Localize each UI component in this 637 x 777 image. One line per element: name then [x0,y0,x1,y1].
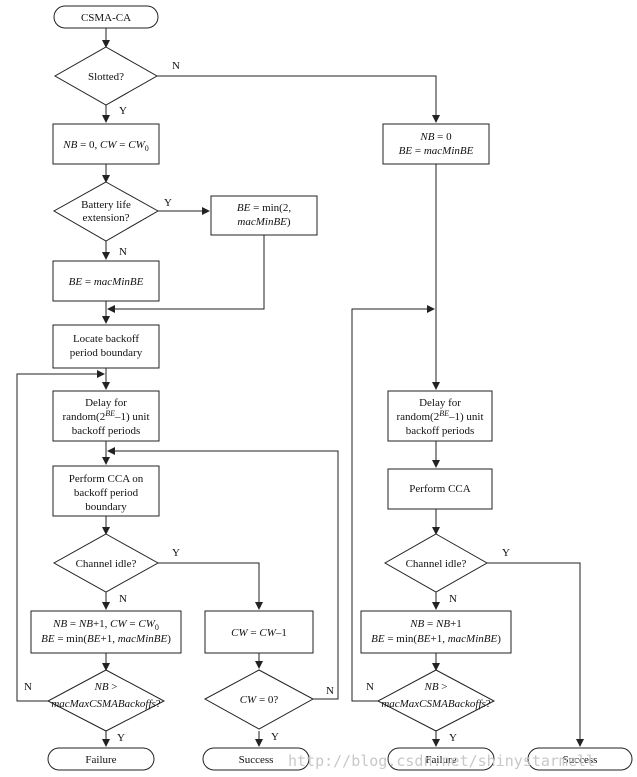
be-min2-line2: macMinBE) [237,216,290,228]
edge-retry-left [16,370,105,702]
nb-check-right-line2: macMaxCSMABackoffs? [381,698,490,710]
nb-update-left-line2: BE = min(BE+1, macMinBE) [41,633,171,645]
nb-update-right-line2: BE = min(BE+1, macMinBE) [371,633,501,645]
delay-left-line2: random(2BE–1) unit [62,409,149,423]
node-locate: Locate backoff period boundary [52,324,160,369]
delay-right-line3: backoff periods [406,425,475,437]
edge-bemin2-merge [107,235,265,313]
node-success-mid: Success [202,747,310,771]
node-failure-left: Failure [47,747,155,771]
node-be-minbe: BE = macMinBE [52,260,160,302]
cw-check-no-label: N [326,685,334,697]
be-min2-line1: BE = min(2, [237,202,291,214]
delay-left-line1: Delay for [85,397,127,409]
nb-check-right-line1: NB > [423,681,447,693]
locate-line1: Locate backoff [73,333,139,345]
delay-right-line1: Delay for [419,397,461,409]
node-nb-update-left: NB = NB+1, CW = CW0 BE = min(BE+1, macMi… [30,610,182,654]
check-right-no-label: N [366,681,374,693]
node-channel-idle-right: Channel idle? [383,533,489,593]
node-delay-left: Delay for random(2BE–1) unit backoff per… [52,390,160,442]
cca-right-label: Perform CCA [409,483,470,495]
node-start: CSMA-CA [53,5,159,29]
node-slotted: Slotted? [53,46,159,106]
cw-check-yes-label: Y [271,731,279,743]
success-right-label: Success [563,754,598,766]
node-success-right: Success [527,747,633,771]
cw-decrement-label: CW = CW–1 [231,627,287,639]
edge-idle-yes-left [158,562,263,610]
node-be-min2: BE = min(2, macMinBE) [210,195,318,236]
idle-right-yes-label: Y [502,547,510,559]
slotted-label: Slotted? [88,71,124,83]
idle-left-no-label: N [119,593,127,605]
battery-yes-label: Y [164,197,172,209]
channel-idle-left-label: Channel idle? [76,558,137,570]
battery-line2: extension? [82,212,129,224]
check-left-yes-label: Y [117,732,125,744]
edge-cw-no [107,447,339,700]
nb-update-left-line1: NB = NB+1, CW = CW0 [52,618,159,632]
slotted-yes-label: Y [119,105,127,117]
node-cw-check: CW = 0? [203,669,315,730]
node-nb-update-right: NB = NB+1 BE = min(BE+1, macMinBE) [360,610,512,654]
flow-edges [16,28,584,747]
right-init-line2: BE = macMinBE [399,145,474,157]
node-failure-right: Failure [387,747,495,771]
start-label: CSMA-CA [81,12,131,24]
locate-line2: period boundary [70,347,143,359]
edge-ridle-yes [487,562,584,747]
right-init-line1: NB = 0 [419,131,452,143]
cca-left-line2: backoff period [74,487,139,499]
node-perform-cca-left: Perform CCA on backoff period boundary [52,465,160,517]
nb-check-left-line2: macMaxCSMABackoffs? [51,698,160,710]
node-battery: Battery life extension? [52,181,160,242]
delay-left-line3: backoff periods [72,425,141,437]
cw-check-label: CW = 0? [240,694,279,706]
left-init-label: NB = 0, CW = CW0 [62,139,149,153]
slotted-no-label: N [172,60,180,72]
battery-line1: Battery life [81,199,131,211]
failure-left-label: Failure [85,754,116,766]
node-perform-cca-right: Perform CCA [387,468,493,510]
delay-right-line2: random(2BE–1) unit [396,409,483,423]
nb-update-right-line1: NB = NB+1 [409,618,462,630]
check-left-no-label: N [24,681,32,693]
node-left-init: NB = 0, CW = CW0 [52,123,160,165]
node-channel-idle-left: Channel idle? [52,533,160,593]
nb-check-left-line1: NB > [93,681,117,693]
cca-left-line1: Perform CCA on [69,473,144,485]
node-right-init: NB = 0 BE = macMinBE [382,123,490,165]
node-nb-check-left: NB > macMaxCSMABackoffs? [46,669,166,732]
edge-retry-right [351,305,435,702]
channel-idle-right-label: Channel idle? [406,558,467,570]
node-cw-decrement: CW = CW–1 [204,610,314,654]
idle-left-yes-label: Y [172,547,180,559]
watermark-text: http://blog.csdn.net/shinystarmell [288,752,595,770]
check-right-yes-label: Y [449,732,457,744]
success-mid-label: Success [239,754,274,766]
cca-left-line3: boundary [85,501,127,513]
be-minbe-label: BE = macMinBE [69,276,144,288]
node-delay-right: Delay for random(2BE–1) unit backoff per… [387,390,493,442]
edge-slotted-no [157,75,440,123]
branch-labels: N Y Y N Y N N Y N Y Y N N Y [24,60,510,744]
idle-right-no-label: N [449,593,457,605]
node-nb-check-right: NB > macMaxCSMABackoffs? [376,669,496,732]
failure-right-label: Failure [425,754,456,766]
battery-no-label: N [119,246,127,258]
